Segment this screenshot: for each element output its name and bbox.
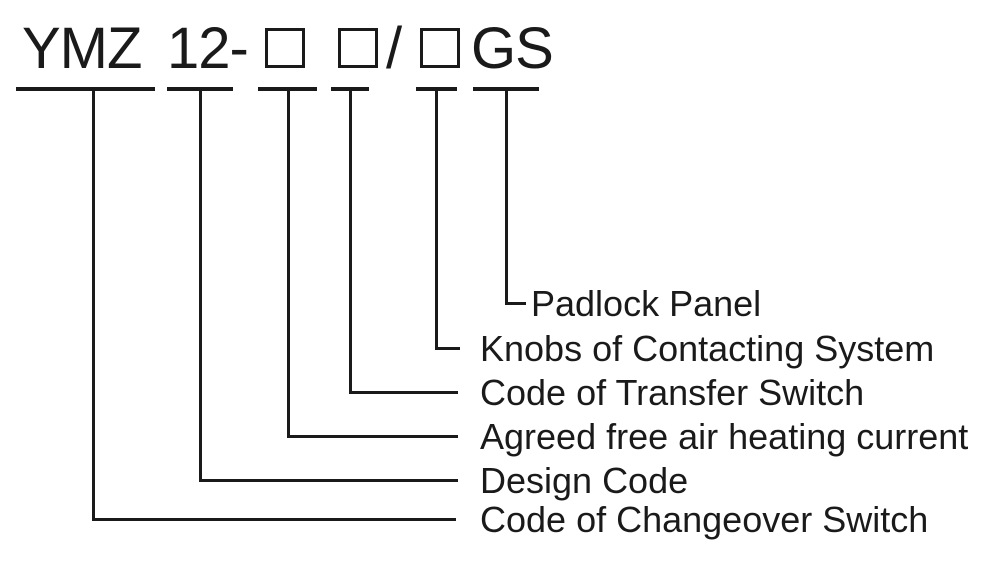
label-heating-current: Agreed free air heating current xyxy=(480,416,969,457)
dropline-transfer-switch xyxy=(349,87,352,394)
label-padlock-panel: Padlock Panel xyxy=(531,283,762,324)
placeholder-box-knobs xyxy=(420,28,460,68)
model-code-design: 12- xyxy=(167,16,249,81)
dropline-heating-current xyxy=(287,87,290,438)
connector-transfer-switch xyxy=(349,391,458,394)
model-code-series: YMZ xyxy=(22,16,142,81)
dropline-knobs xyxy=(435,87,438,350)
dropline-changeover-switch xyxy=(92,87,95,521)
model-code-separator: / xyxy=(386,16,402,81)
underline-series xyxy=(16,87,155,91)
dropline-padlock-panel xyxy=(505,87,508,305)
placeholder-box-heating-current xyxy=(265,28,305,68)
label-transfer-switch: Code of Transfer Switch xyxy=(480,372,865,413)
connector-design-code xyxy=(199,479,458,482)
label-knobs: Knobs of Contacting System xyxy=(480,328,935,369)
connector-knobs xyxy=(435,347,460,350)
dropline-design-code xyxy=(199,87,202,482)
placeholder-box-transfer-switch xyxy=(338,28,378,68)
connector-heating-current xyxy=(287,435,458,438)
model-code-suffix: GS xyxy=(471,16,554,81)
label-changeover-switch: Code of Changeover Switch xyxy=(480,499,929,540)
connector-changeover-switch xyxy=(92,518,456,521)
label-design-code: Design Code xyxy=(480,460,689,501)
connector-padlock-panel xyxy=(505,302,526,305)
